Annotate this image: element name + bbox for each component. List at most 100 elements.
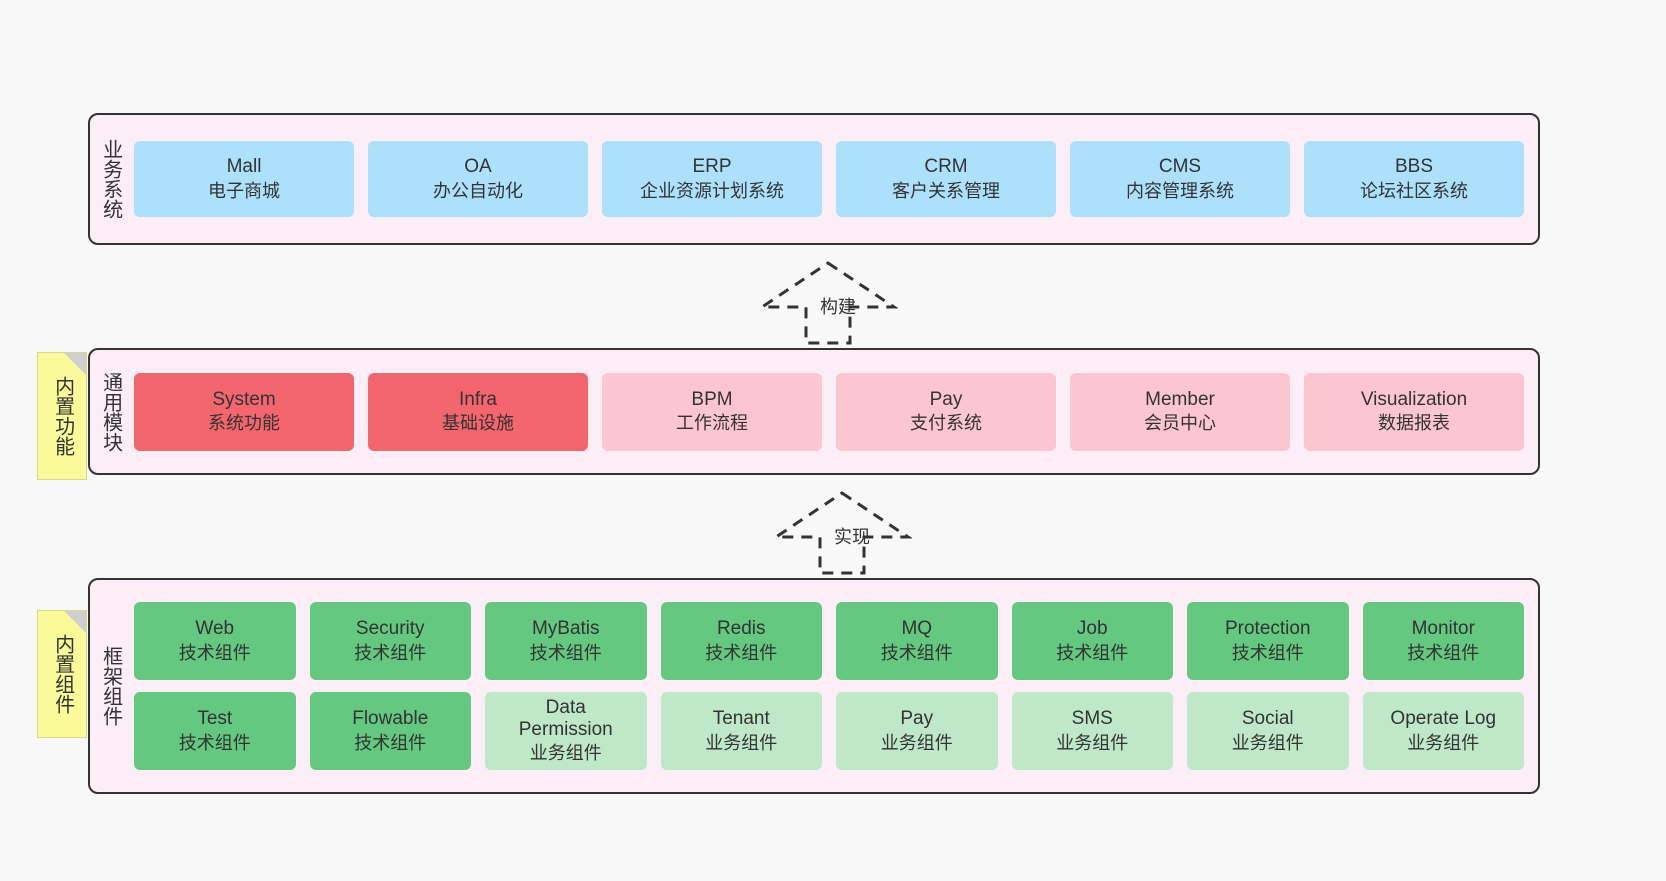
- layer-body-business-system: Mall 电子商城 OA 办公自动化 ERP 企业资源计划系统 CRM 客户关系…: [130, 115, 1538, 243]
- node-security[interactable]: Security 技术组件: [309, 602, 471, 680]
- node-subtitle: 企业资源计划系统: [640, 180, 784, 201]
- layer-common-module: 通用模块 System 系统功能 Infra 基础设施 BPM 工作流程 Pay…: [88, 348, 1540, 475]
- connector-implement-label: 实现: [834, 527, 870, 547]
- node-title: Flowable: [352, 708, 429, 730]
- node-mall[interactable]: Mall 电子商城: [134, 141, 354, 217]
- node-test[interactable]: Test 技术组件: [134, 692, 296, 770]
- node-title: MQ: [901, 618, 933, 640]
- node-title: Job: [1076, 618, 1108, 640]
- node-subtitle: 论坛社区系统: [1360, 180, 1468, 201]
- node-title: Tenant: [712, 708, 770, 730]
- node-subtitle: 支付系统: [910, 413, 982, 434]
- note-builtin-features: 内置功能: [37, 352, 87, 480]
- layer-body-framework-component: Web 技术组件 Security 技术组件 MyBatis 技术组件 Redi…: [130, 580, 1538, 792]
- layer-row: Mall 电子商城 OA 办公自动化 ERP 企业资源计划系统 CRM 客户关系…: [134, 141, 1524, 217]
- node-cms[interactable]: CMS 内容管理系统: [1070, 141, 1290, 217]
- node-flowable[interactable]: Flowable 技术组件: [309, 692, 471, 770]
- node-subtitle: 技术组件: [1407, 642, 1480, 663]
- node-title: Social: [1241, 708, 1294, 730]
- node-mybatis[interactable]: MyBatis 技术组件: [485, 602, 647, 680]
- node-title: Infra: [458, 388, 498, 410]
- node-oa[interactable]: OA 办公自动化: [368, 141, 588, 217]
- node-subtitle: 基础设施: [442, 413, 514, 434]
- node-title: BBS: [1394, 156, 1434, 178]
- node-subtitle: 电子商城: [208, 180, 280, 201]
- node-crm[interactable]: CRM 客户关系管理: [836, 141, 1056, 217]
- node-title: CMS: [1158, 156, 1202, 178]
- layer-title-framework-component: 框架组件: [99, 646, 122, 726]
- node-subtitle: 系统功能: [208, 413, 280, 434]
- node-subtitle: 会员中心: [1144, 413, 1216, 434]
- node-tenant[interactable]: Tenant 业务组件: [660, 692, 822, 770]
- node-subtitle: 技术组件: [1231, 642, 1304, 663]
- node-subtitle: 技术组件: [880, 642, 953, 663]
- layer-row: Web 技术组件 Security 技术组件 MyBatis 技术组件 Redi…: [134, 602, 1524, 680]
- node-operate-log[interactable]: Operate Log 业务组件: [1362, 692, 1524, 770]
- node-subtitle: 技术组件: [1056, 642, 1129, 663]
- node-subtitle: 业务组件: [1231, 732, 1304, 753]
- node-title: Web: [195, 618, 235, 640]
- node-pay-component[interactable]: Pay 业务组件: [836, 692, 998, 770]
- node-protection[interactable]: Protection 技术组件: [1187, 602, 1349, 680]
- node-bpm[interactable]: BPM 工作流程: [602, 372, 822, 451]
- node-redis[interactable]: Redis 技术组件: [660, 602, 822, 680]
- node-subtitle: 技术组件: [178, 732, 251, 753]
- node-web[interactable]: Web 技术组件: [134, 602, 296, 680]
- node-subtitle: 业务组件: [880, 732, 953, 753]
- node-subtitle: 业务组件: [1056, 732, 1129, 753]
- node-social[interactable]: Social 业务组件: [1187, 692, 1349, 770]
- note-fold-corner: [64, 611, 86, 633]
- node-title: Pay: [900, 708, 934, 730]
- connector-build-arrow: [758, 261, 898, 345]
- node-title: Security: [355, 618, 425, 640]
- node-subtitle: 内容管理系统: [1126, 180, 1234, 201]
- node-title: OA: [464, 156, 492, 178]
- layer-row: System 系统功能 Infra 基础设施 BPM 工作流程 Pay 支付系统…: [134, 372, 1524, 451]
- node-title: BPM: [691, 388, 733, 410]
- node-bbs[interactable]: BBS 论坛社区系统: [1304, 141, 1524, 217]
- node-infra[interactable]: Infra 基础设施: [368, 372, 588, 451]
- node-subtitle: 业务组件: [705, 732, 778, 753]
- node-data-permission[interactable]: Data Permission 业务组件: [485, 692, 647, 770]
- node-system[interactable]: System 系统功能: [134, 372, 354, 451]
- layer-title-business-system: 业务系统: [99, 139, 122, 219]
- node-title: Data Permission: [518, 696, 613, 741]
- node-title: Test: [197, 708, 233, 730]
- node-subtitle: 技术组件: [354, 732, 427, 753]
- node-monitor[interactable]: Monitor 技术组件: [1362, 602, 1524, 680]
- note-fold-corner: [64, 353, 86, 375]
- node-title: CRM: [924, 156, 968, 178]
- note-builtin-components: 内置组件: [37, 610, 87, 738]
- node-pay[interactable]: Pay 支付系统: [836, 372, 1056, 451]
- note-label: 内置组件: [51, 634, 74, 714]
- node-title: Redis: [716, 618, 766, 640]
- node-subtitle: 技术组件: [178, 642, 251, 663]
- layer-body-common-module: System 系统功能 Infra 基础设施 BPM 工作流程 Pay 支付系统…: [130, 350, 1538, 473]
- node-title: System: [212, 388, 276, 410]
- node-title: Member: [1145, 388, 1215, 410]
- node-subtitle: 业务组件: [529, 743, 602, 764]
- connector-implement-arrow: [772, 491, 912, 575]
- layer-business-system: 业务系统 Mall 电子商城 OA 办公自动化 ERP 企业资源计划系统 CRM…: [88, 113, 1540, 245]
- connector-build-label: 构建: [820, 297, 856, 317]
- node-erp[interactable]: ERP 企业资源计划系统: [602, 141, 822, 217]
- node-member[interactable]: Member 会员中心: [1070, 372, 1290, 451]
- node-title: Visualization: [1360, 388, 1468, 410]
- node-mq[interactable]: MQ 技术组件: [836, 602, 998, 680]
- node-sms[interactable]: SMS 业务组件: [1011, 692, 1173, 770]
- node-subtitle: 办公自动化: [433, 180, 523, 201]
- layer-row: Test 技术组件 Flowable 技术组件 Data Permission …: [134, 692, 1524, 770]
- node-visualization[interactable]: Visualization 数据报表: [1304, 372, 1524, 451]
- node-title: Protection: [1224, 618, 1311, 640]
- node-title: Monitor: [1411, 618, 1475, 640]
- node-subtitle: 技术组件: [354, 642, 427, 663]
- node-title: ERP: [692, 156, 732, 178]
- node-job[interactable]: Job 技术组件: [1011, 602, 1173, 680]
- layer-framework-component: 框架组件 Web 技术组件 Security 技术组件 MyBatis 技术组件…: [88, 578, 1540, 794]
- node-title: Operate Log: [1390, 708, 1497, 730]
- node-subtitle: 技术组件: [705, 642, 778, 663]
- node-title: SMS: [1071, 708, 1113, 730]
- node-subtitle: 业务组件: [1407, 732, 1480, 753]
- node-subtitle: 技术组件: [529, 642, 602, 663]
